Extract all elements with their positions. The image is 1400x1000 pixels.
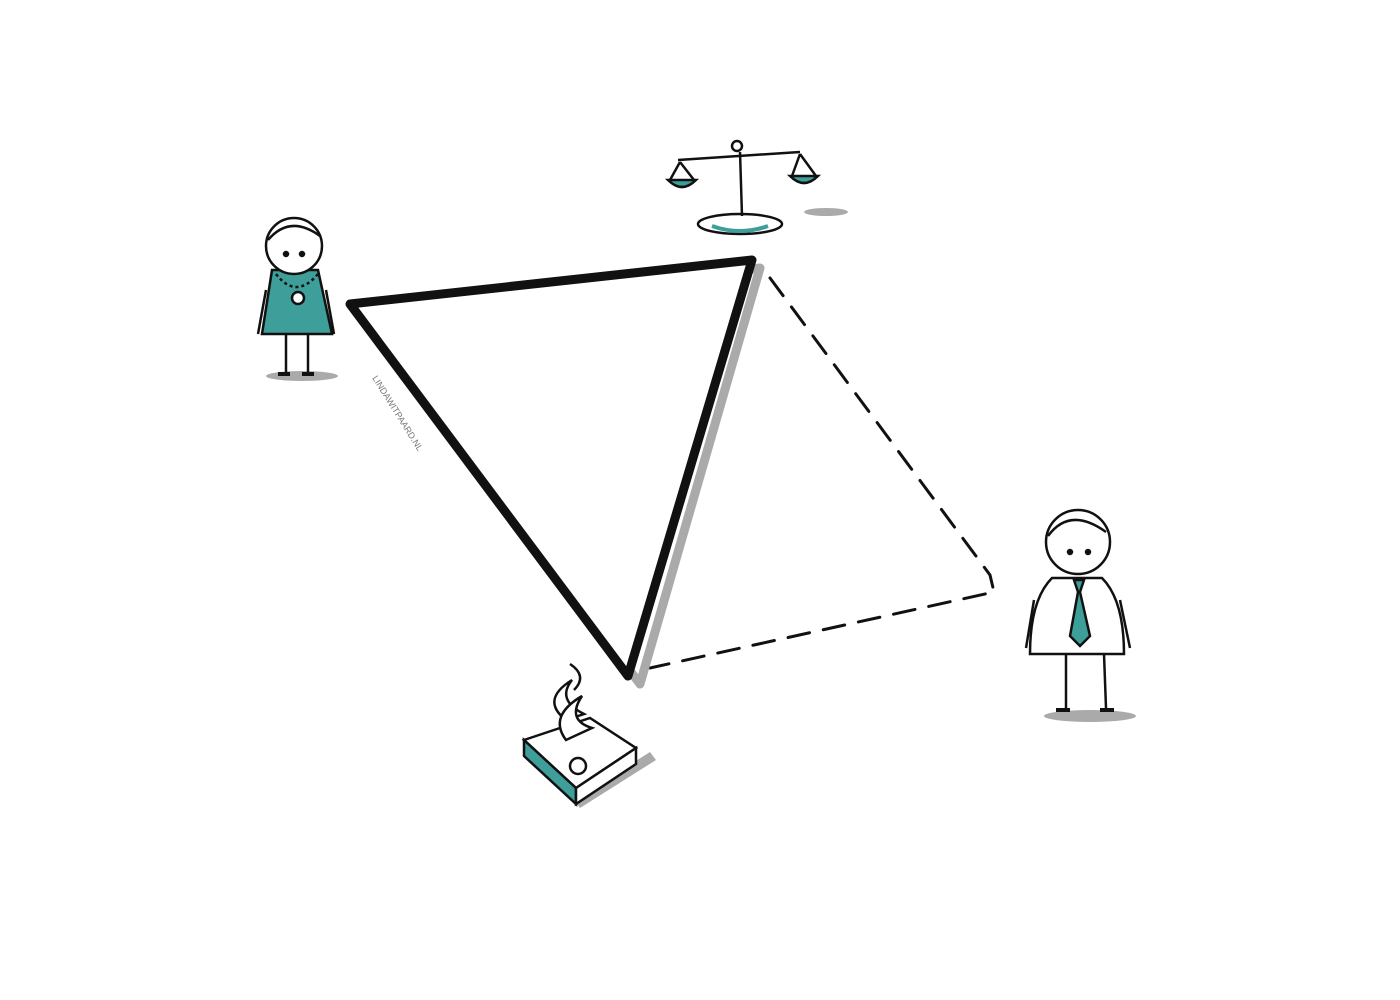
scales-of-justice-icon bbox=[664, 139, 848, 236]
dashed-triangle bbox=[648, 276, 996, 670]
man-with-tie-figure bbox=[1024, 508, 1136, 722]
police-emblem-book-icon bbox=[521, 662, 656, 808]
woman-figure bbox=[256, 216, 338, 381]
solid-triangle bbox=[345, 255, 757, 681]
